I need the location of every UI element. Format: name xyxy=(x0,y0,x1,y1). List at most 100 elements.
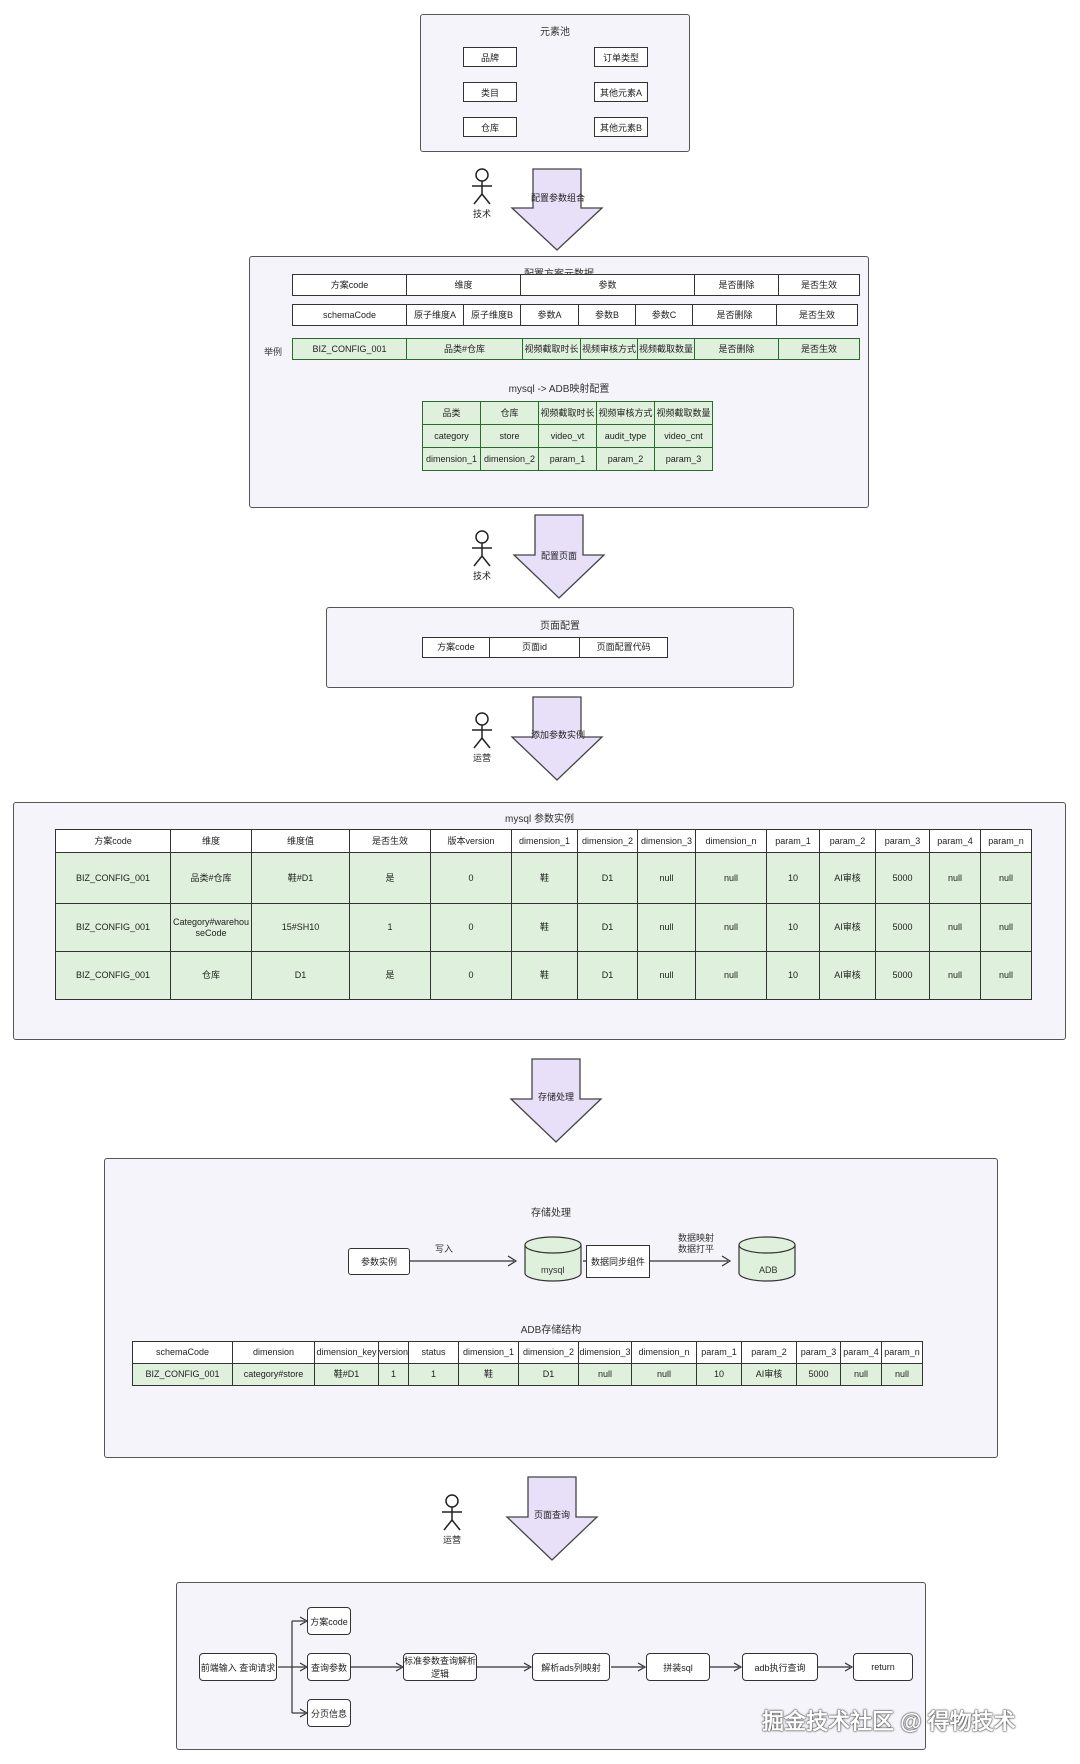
query-params-node: 查询参数 xyxy=(307,1653,351,1681)
adb-database-icon xyxy=(738,1236,796,1282)
column-header: dimension xyxy=(233,1342,315,1364)
column-header: param_3 xyxy=(797,1342,841,1364)
step-label: 配置参数组合 xyxy=(531,193,586,203)
table-cell: 品类 xyxy=(423,402,481,425)
storage-panel: 存储处理 参数实例 写入 mysql 数据同步组件 数据映射 数据打平 ADB … xyxy=(104,1158,998,1458)
table-cell: 1 xyxy=(350,904,431,952)
flow-arrow-down xyxy=(510,168,604,251)
metadata-example-row: BIZ_CONFIG_001 品类#仓库 视频截取时长 视频审核方式 视频截取数… xyxy=(292,338,860,360)
table-cell: 参数B xyxy=(578,304,636,326)
table-cell: null xyxy=(981,952,1032,1000)
table-cell: 5000 xyxy=(797,1364,841,1386)
table-cell: 0 xyxy=(431,853,512,904)
column-header: param_n xyxy=(981,830,1032,853)
table-cell: 是 xyxy=(350,853,431,904)
flow-arrow-down xyxy=(509,1058,603,1143)
table-cell: null xyxy=(981,904,1032,952)
query-flow-panel: 前端输入 查询请求 方案code 查询参数 分页信息 标准参数查询解析逻辑 解析… xyxy=(176,1582,926,1750)
table-cell: 鞋#D1 xyxy=(252,853,350,904)
column-header: dimension_2 xyxy=(519,1342,579,1364)
pool-item-other-a: 其他元素A xyxy=(594,82,648,102)
param-parse-node: 标准参数查询解析逻辑 xyxy=(403,1653,477,1681)
table-cell: 鞋 xyxy=(512,952,578,1000)
page-config-title: 页面配置 xyxy=(540,621,580,632)
column-header: dimension_1 xyxy=(512,830,578,853)
return-node: return xyxy=(853,1653,913,1681)
pool-item-category: 类目 xyxy=(463,82,517,102)
table-cell: 维度 xyxy=(406,274,521,296)
table-cell: 10 xyxy=(767,904,820,952)
table-cell: null xyxy=(841,1364,882,1386)
schema-code-node: 方案code xyxy=(307,1607,351,1635)
actor-label: 运营 xyxy=(472,753,491,763)
write-label: 写入 xyxy=(435,1244,454,1254)
column-header: dimension_1 xyxy=(459,1342,519,1364)
table-cell: 品类#仓库 xyxy=(406,338,523,360)
table-cell: BIZ_CONFIG_001 xyxy=(56,952,171,1000)
actor-label: 技术 xyxy=(472,209,491,219)
flow-arrow-down xyxy=(510,696,604,781)
table-cell: null xyxy=(882,1364,923,1386)
table-cell: null xyxy=(696,952,767,1000)
table-cell: D1 xyxy=(578,952,638,1000)
table-cell: 是否生效 xyxy=(776,304,858,326)
example-label: 举例 xyxy=(264,347,283,357)
column-header: dimension_3 xyxy=(638,830,696,853)
table-cell: 参数 xyxy=(520,274,695,296)
table-cell: 10 xyxy=(767,853,820,904)
step-label: 存储处理 xyxy=(537,1092,574,1102)
table-cell: 方案code xyxy=(422,637,490,658)
table-cell: 仓库 xyxy=(481,402,539,425)
column-header: dimension_key xyxy=(315,1342,379,1364)
actor-icon xyxy=(472,530,492,567)
column-header: status xyxy=(409,1342,459,1364)
table-cell: 页面配置代码 xyxy=(579,637,668,658)
column-header: param_4 xyxy=(841,1342,882,1364)
table-cell: D1 xyxy=(519,1364,579,1386)
table-cell: video_vt xyxy=(539,425,597,448)
table-cell: AI审核 xyxy=(742,1364,797,1386)
table-cell: 鞋#D1 xyxy=(315,1364,379,1386)
table-cell: null xyxy=(632,1364,697,1386)
table-cell: schemaCode xyxy=(292,304,407,326)
mysql-instance-panel: mysql 参数实例 方案code 维度 维度值 是否生效 版本version … xyxy=(13,802,1066,1040)
actor-label: 运营 xyxy=(442,1535,461,1545)
element-pool-panel: 元素池 品牌 订单类型 类目 其他元素A 仓库 其他元素B xyxy=(420,14,690,152)
column-header: 版本version xyxy=(431,830,512,853)
table-cell: 10 xyxy=(767,952,820,1000)
page-config-panel: 页面配置 方案code 页面id 页面配置代码 xyxy=(326,607,794,688)
table-cell: audit_type xyxy=(597,425,655,448)
column-header: param_1 xyxy=(767,830,820,853)
mysql-instance-table: 方案code 维度 维度值 是否生效 版本version dimension_1… xyxy=(55,829,1032,1000)
table-cell: 视频截取时长 xyxy=(522,338,581,360)
column-header: dimension_3 xyxy=(579,1342,632,1364)
table-cell: 视频截取时长 xyxy=(539,402,597,425)
table-cell: BIZ_CONFIG_001 xyxy=(292,338,407,360)
data-sync-node: 数据同步组件 xyxy=(586,1245,650,1278)
flow-arrow-down xyxy=(505,1476,599,1561)
step-label: 页面查询 xyxy=(533,1510,570,1520)
table-cell: 是 xyxy=(350,952,431,1000)
table-cell: param_1 xyxy=(539,448,597,471)
table-cell: Category#warehouseCode xyxy=(171,904,252,952)
table-cell: BIZ_CONFIG_001 xyxy=(133,1364,233,1386)
table-cell: null xyxy=(696,853,767,904)
column-header: 是否生效 xyxy=(350,830,431,853)
actor-icon xyxy=(442,1494,462,1531)
flow-arrow-right xyxy=(410,1255,518,1267)
table-cell: 5000 xyxy=(876,904,930,952)
column-header: 方案code xyxy=(56,830,171,853)
storage-title: 存储处理 xyxy=(531,1208,571,1219)
table-cell: 是否删除 xyxy=(694,274,779,296)
column-header: 维度值 xyxy=(252,830,350,853)
schema-metadata-panel: 配置方案元数据 方案code 维度 参数 是否删除 是否生效 schemaCod… xyxy=(249,256,869,508)
table-cell: 10 xyxy=(697,1364,742,1386)
table-cell: dimension_1 xyxy=(423,448,481,471)
table-cell: 是否删除 xyxy=(694,338,779,360)
table-cell: 鞋 xyxy=(512,904,578,952)
column-header: schemaCode xyxy=(133,1342,233,1364)
table-cell: category#store xyxy=(233,1364,315,1386)
table-cell: null xyxy=(638,853,696,904)
column-header: param_2 xyxy=(742,1342,797,1364)
table-cell: 是否生效 xyxy=(778,274,860,296)
